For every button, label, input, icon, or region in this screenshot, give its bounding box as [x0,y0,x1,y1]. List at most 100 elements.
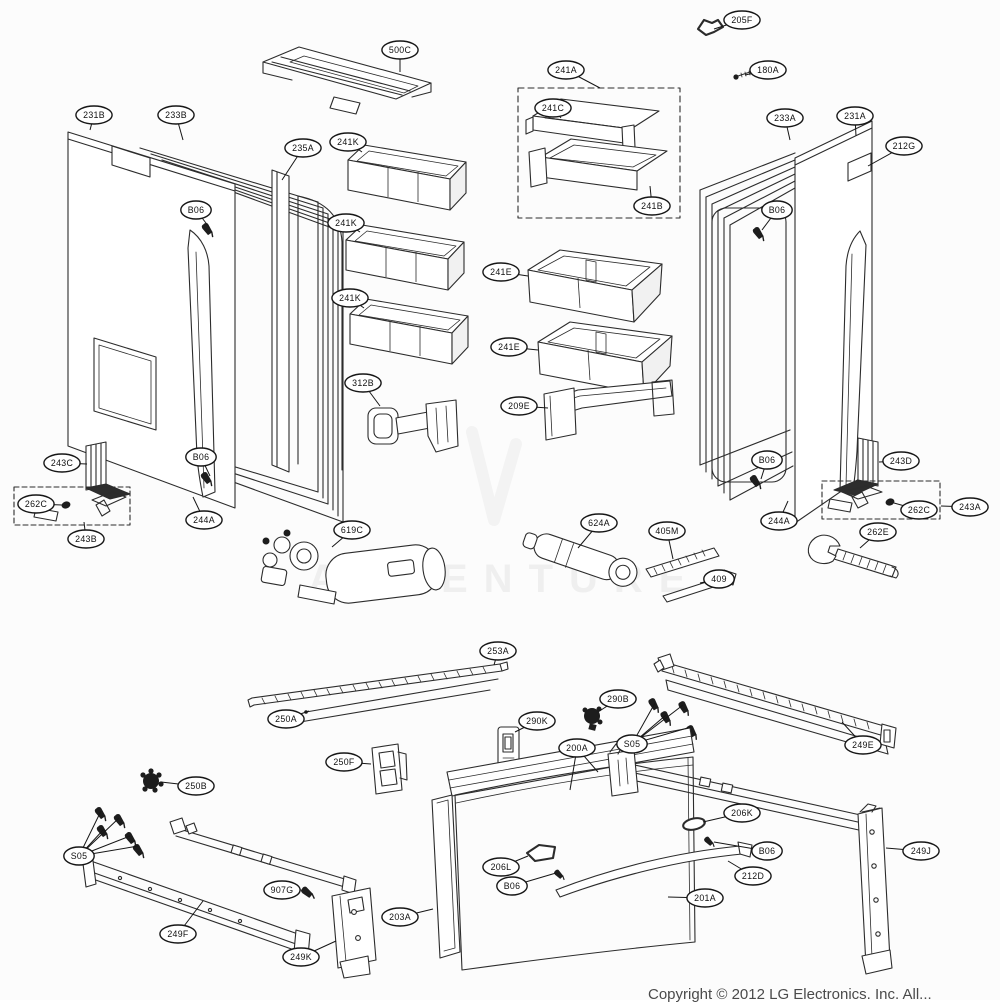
part-right-door-panel-231A [794,120,873,524]
part-handle-212D [555,841,753,898]
part-hinge-kit-box-right [821,480,941,520]
svg-text:250A: 250A [275,714,297,724]
part-door-mullion-235A [271,169,290,473]
part-bin-tray-241B [528,124,668,191]
callout-B06: B06 [713,841,783,861]
svg-text:205F: 205F [731,15,753,25]
part-rail-253A [247,661,509,708]
part-screw-b06-right-door-top [749,224,770,243]
part-pump-assembly-619C [260,529,446,605]
part-rail-249E [653,653,897,755]
svg-text:243D: 243D [890,456,912,466]
part-drawer-front-201A [454,756,696,971]
svg-text:231B: 231B [83,110,105,120]
callout-180A: 180A [744,60,787,80]
svg-text:203A: 203A [389,912,411,922]
svg-text:405M: 405M [655,526,678,536]
svg-text:S05: S05 [624,739,641,749]
part-rail-249F [81,852,311,957]
callout-209E: 209E [500,396,549,416]
part-door-bin-241K-3 [349,298,469,365]
svg-text:249F: 249F [167,929,189,939]
callout-B06: B06 [185,447,217,477]
callout-201A: 201A [667,888,724,908]
callout-244A: 244A [185,496,223,530]
callout-405M: 405M [648,521,686,560]
callout-500C: 500C [381,40,419,72]
callout-241B: 241B [633,185,671,216]
svg-text:253A: 253A [487,646,509,656]
svg-text:243B: 243B [75,534,97,544]
part-seal-206L [525,843,557,863]
svg-text:290K: 290K [526,716,548,726]
callout-253A: 253A [479,641,517,666]
callout-231B: 231B [75,105,113,131]
callout-243C: 243C [43,453,88,473]
svg-text:233B: 233B [165,110,187,120]
svg-text:244A: 244A [768,516,790,526]
svg-text:241B: 241B [641,201,663,211]
svg-text:262E: 262E [867,527,889,537]
svg-text:500C: 500C [389,45,412,55]
svg-text:200A: 200A [566,743,588,753]
callout-907G: 907G [263,880,301,900]
part-right-door-liners-233A [699,152,796,501]
svg-text:B06: B06 [759,455,776,465]
svg-text:180A: 180A [757,65,779,75]
callout-layer: 500C 205F 180A 231B 233B 235A 241K B06 241A 241C 2… [17,10,989,967]
part-strip-405M [645,547,720,578]
svg-text:250B: 250B [185,781,207,791]
svg-text:312B: 312B [352,378,374,388]
part-knob-250B [140,768,164,793]
callout-250F: 250F [325,752,372,772]
callout-B06: B06 [180,200,212,228]
callout-235A: 235A [281,138,322,181]
svg-text:262C: 262C [908,505,931,515]
callout-312B: 312B [344,373,382,407]
svg-text:241A: 241A [555,65,577,75]
callout-250A: 250A [267,709,310,729]
callout-241E: 241E [482,262,529,282]
svg-text:249J: 249J [911,846,931,856]
part-bracket-249J [857,803,893,975]
callout-241E: 241E [490,337,539,357]
svg-text:409: 409 [711,574,727,584]
callout-233A: 233A [766,108,804,141]
callout-212D: 212D [727,860,772,886]
svg-text:B06: B06 [193,452,210,462]
part-bracket-249K [331,887,377,979]
svg-text:201A: 201A [694,893,716,903]
callout-619C: 619C [331,520,371,548]
callout-249F: 249F [159,900,204,944]
part-gasket-203A [431,794,461,959]
callout-624A: 624A [577,513,618,549]
part-screw-b06-drawer-left [552,868,568,882]
part-water-filter-624A [522,532,638,587]
svg-text:B06: B06 [769,205,786,215]
callout-249E: 249E [841,721,882,755]
callout-241C: 241C [534,98,572,119]
part-dispenser-duct-500C [262,46,432,115]
callout-B06: B06 [761,200,793,231]
callout-206L: 206L [482,855,529,877]
svg-text:243C: 243C [51,458,74,468]
part-cover-290K [497,726,520,769]
svg-text:B06: B06 [759,846,776,856]
svg-text:243A: 243A [959,502,981,512]
callout-B06: B06 [496,872,557,896]
part-holder-312B [367,399,459,453]
callout-233B: 233B [157,105,195,141]
callout-241K: 241K [327,213,365,233]
svg-text:B06: B06 [504,881,521,891]
part-door-bin-241K-1 [347,144,467,211]
callout-231A: 231A [836,106,874,137]
callout-262C: 262C [17,494,63,514]
callout-S05: S05 [616,702,692,754]
callout-262E: 262E [859,522,897,549]
svg-text:S05: S05 [71,851,88,861]
svg-text:250F: 250F [333,757,355,767]
svg-text:241K: 241K [335,218,357,228]
callout-200A: 200A [558,738,599,791]
